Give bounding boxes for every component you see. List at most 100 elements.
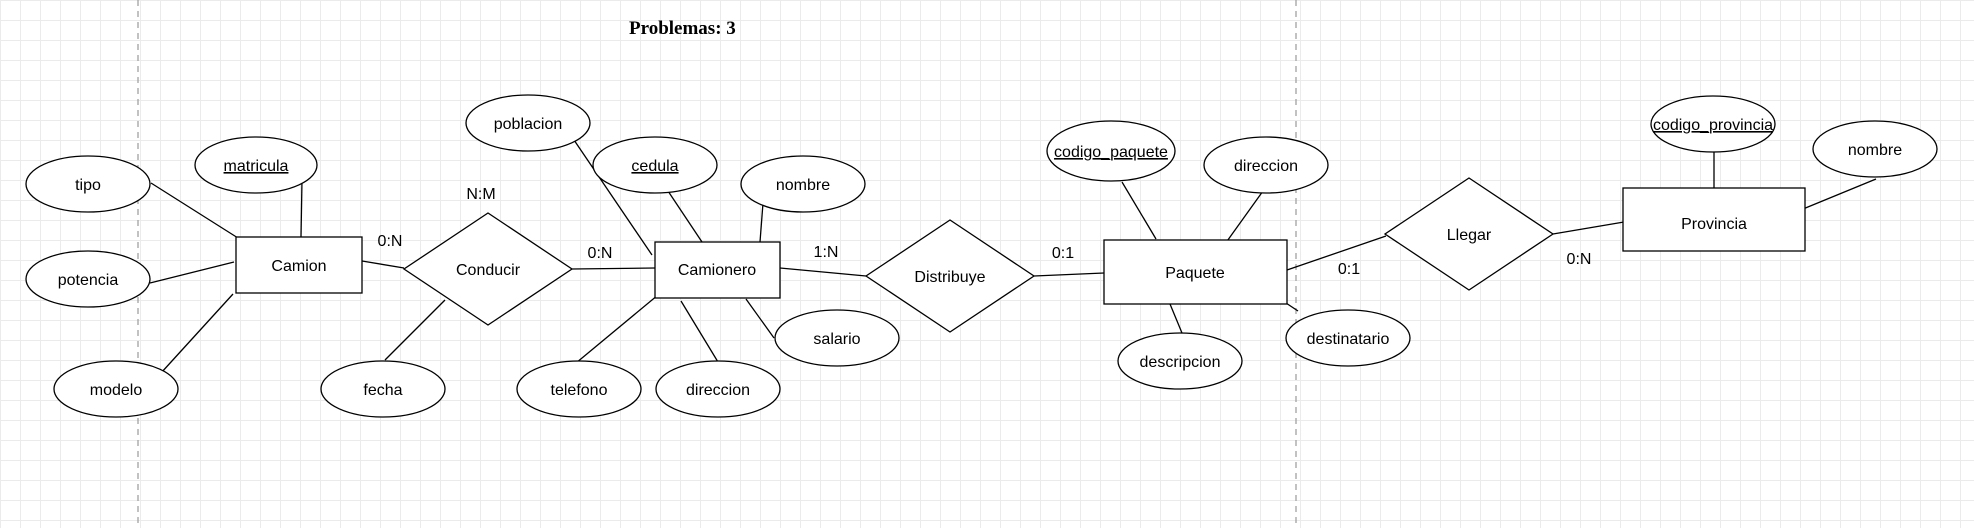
attribute-ellipse	[774, 309, 900, 367]
attribute-direccion-paquete: direccion	[1203, 136, 1329, 194]
connector-modelo-camion	[160, 293, 234, 374]
connector-conducir-fecha	[384, 299, 446, 361]
relationship-conducir: Conducir	[402, 212, 574, 326]
attribute-ellipse	[194, 136, 318, 194]
entity-name-provincia: Provincia	[1681, 216, 1747, 233]
entity-box-camionero	[654, 241, 781, 299]
cardinality-conducir: N:M	[466, 186, 495, 203]
attribute-ellipse	[25, 155, 151, 213]
attribute-label-destinatario: destinatario	[1307, 331, 1390, 348]
entity-camionero: Camionero	[654, 241, 781, 299]
attribute-fecha: fecha	[320, 360, 446, 418]
diagram-title: Problemas: 3	[629, 18, 736, 39]
connector-conducir-camionero	[571, 267, 656, 270]
entity-box-paquete	[1103, 239, 1288, 305]
connector-paquete-descripcion	[1169, 303, 1183, 334]
attribute-matricula: matricula	[194, 136, 318, 194]
relationship-name-llegar: Llegar	[1447, 227, 1492, 244]
connectors	[149, 139, 1877, 374]
attribute-potencia: potencia	[25, 250, 151, 308]
relationship-diamond-conducir	[402, 212, 574, 326]
cardinality-paquete-llegar: 0:1	[1338, 261, 1360, 278]
attribute-label-tipo: tipo	[75, 177, 101, 194]
attribute-ellipse	[320, 360, 446, 418]
connector-nombre-camionero	[759, 202, 764, 243]
relationship-name-conducir: Conducir	[456, 262, 521, 279]
attribute-tipo: tipo	[25, 155, 151, 213]
attribute-label-salario: salario	[813, 331, 860, 348]
attribute-ellipse	[53, 360, 179, 418]
relationship-distribuye: Distribuye	[864, 219, 1036, 333]
attribute-label-direccion: direccion	[686, 382, 750, 399]
attribute-label-direccion: direccion	[1234, 158, 1298, 175]
entity-provincia: Provincia	[1622, 187, 1806, 252]
attribute-label-fecha: fecha	[363, 382, 402, 399]
entity-paquete: Paquete	[1103, 239, 1288, 305]
connector-provincia-nombre	[1802, 178, 1877, 210]
connector-direccion-paquete	[1224, 190, 1264, 245]
attribute-destinatario: destinatario	[1285, 309, 1411, 367]
key-attribute-label-cedula: cedula	[631, 158, 678, 175]
attribute-ellipse	[516, 360, 642, 418]
attribute-label-nombre: nombre	[1848, 142, 1902, 159]
attribute-nombre-camionero: nombre	[740, 155, 866, 213]
cardinality-camionero-distribuye: 1:N	[814, 244, 839, 261]
cardinality-camion-conducir: 0:N	[378, 233, 403, 250]
connector-llegar-provincia	[1552, 221, 1625, 235]
attribute-label-poblacion: poblacion	[494, 116, 563, 133]
entity-box-provincia	[1622, 187, 1806, 252]
attribute-salario: salario	[774, 309, 900, 367]
connector-tipo-camion	[150, 182, 239, 239]
connector-camionero-distribuye	[779, 267, 867, 277]
key-attribute-label-codigo-provincia: codigo_provincia	[1653, 117, 1773, 134]
relationship-name-distribuye: Distribuye	[914, 269, 985, 286]
cardinality-llegar-provincia: 0:N	[1567, 251, 1592, 268]
attribute-ellipse	[1650, 95, 1776, 153]
attribute-label-potencia: potencia	[58, 272, 119, 289]
connector-poblacion-camionero	[573, 139, 653, 256]
connector-paquete-llegar	[1286, 235, 1387, 271]
attribute-ellipse	[465, 94, 591, 152]
relationship-llegar: Llegar	[1383, 177, 1555, 291]
connector-cedula-camionero	[667, 190, 703, 243]
relationship-diamond-llegar	[1383, 177, 1555, 291]
attribute-ellipse	[1117, 332, 1243, 390]
connector-camionero-telefono	[575, 294, 659, 364]
attribute-ellipse	[1046, 120, 1176, 182]
attribute-direccion-camionero: direccion	[655, 360, 781, 418]
attribute-label-modelo: modelo	[90, 382, 143, 399]
connector-camionero-salario	[745, 298, 775, 339]
connector-camionero-direccion	[680, 300, 719, 363]
entity-camion: Camion	[235, 236, 363, 294]
attribute-label-nombre: nombre	[776, 177, 830, 194]
cardinality-conducir-camionero: 0:N	[588, 245, 613, 262]
attribute-label-telefono: telefono	[551, 382, 608, 399]
attribute-telefono: telefono	[516, 360, 642, 418]
attribute-ellipse	[592, 136, 718, 194]
key-attribute-label-codigo-paquete: codigo_paquete	[1054, 144, 1168, 161]
attribute-cedula: cedula	[592, 136, 718, 194]
connector-codigo-paquete	[1121, 181, 1157, 240]
relationship-diamond-distribuye	[864, 219, 1036, 333]
attribute-ellipse	[740, 155, 866, 213]
connector-matricula-camion	[300, 179, 303, 238]
connector-potencia-camion	[149, 261, 235, 284]
attribute-codigo-provincia: codigo_provincia	[1650, 95, 1776, 153]
connector-distribuye-paquete	[1033, 272, 1105, 277]
attribute-ellipse	[655, 360, 781, 418]
entity-name-camion: Camion	[271, 258, 326, 275]
attribute-ellipse	[1203, 136, 1329, 194]
attribute-ellipse	[1812, 120, 1938, 178]
entity-name-camionero: Camionero	[678, 262, 756, 279]
entity-box-camion	[235, 236, 363, 294]
attribute-nombre-provincia: nombre	[1812, 120, 1938, 178]
attribute-codigo-paquete: codigo_paquete	[1046, 120, 1176, 182]
attribute-poblacion: poblacion	[465, 94, 591, 152]
attribute-ellipse	[25, 250, 151, 308]
connector-camion-conducir	[361, 260, 405, 269]
entity-name-paquete: Paquete	[1165, 265, 1225, 282]
attribute-ellipse	[1285, 309, 1411, 367]
cardinality-distribuye-paquete: 0:1	[1052, 245, 1074, 262]
attribute-label-descripcion: descripcion	[1140, 354, 1221, 371]
